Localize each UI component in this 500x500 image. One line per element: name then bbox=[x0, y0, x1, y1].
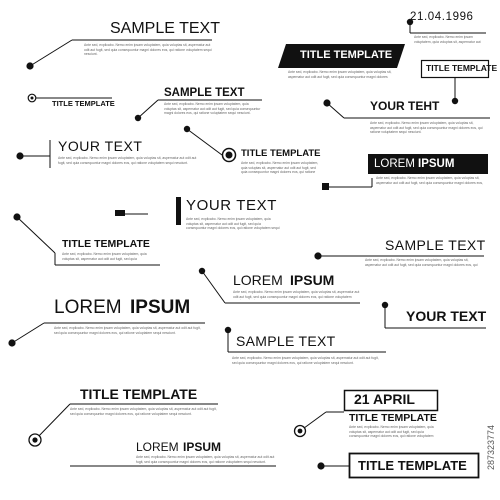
title-template-label: TITLE TEMPLATE bbox=[52, 99, 115, 108]
title-template-label: TITLE TEMPLATE bbox=[241, 148, 321, 159]
ipsum-word: IPSUM bbox=[290, 272, 335, 288]
body-copy: Ante sed, explicabo. Nemo enim ipsam vol… bbox=[136, 455, 275, 464]
body-copy: Ante sed, explicabo. Nemo enim ipsam vol… bbox=[365, 258, 478, 267]
your-text-heading: YOUR TEHT bbox=[370, 99, 440, 113]
sample-text-heading: SAMPLE TEXT bbox=[164, 87, 245, 99]
lorem-word: LOREM bbox=[374, 158, 415, 170]
stock-id-label: 287323774 bbox=[486, 424, 496, 470]
title-template-label: TITLE TEMPLATE bbox=[80, 386, 198, 402]
ipsum-word: IPSUM bbox=[418, 158, 455, 170]
lorem-word: LOREM bbox=[233, 272, 283, 288]
body-copy: Ante sed, explicabo. Nemo enim ipsam vol… bbox=[164, 102, 261, 116]
sample-text-heading: SAMPLE TEXT bbox=[110, 20, 220, 37]
body-copy: Ante sed, explicabo. Nemo enim ipsam vol… bbox=[186, 217, 280, 231]
ipsum-word: IPSUM bbox=[130, 297, 191, 318]
date-short-label: 21 APRIL bbox=[354, 391, 415, 407]
title-template-boxed-label: TITLE TEMPLATE bbox=[358, 458, 467, 473]
body-copy: Ante sed, explicabo. Nemo enim ipsam vol… bbox=[62, 252, 147, 261]
body-copy: Ante sed, explicabo. Nemo enim ipsam vol… bbox=[414, 35, 481, 44]
title-template-banner-label: TITLE TEMPLATE bbox=[300, 49, 393, 61]
your-text-heading: YOUR TEXT bbox=[406, 308, 487, 324]
body-copy: Ante sed, explicabo. Nemo enim ipsam vol… bbox=[233, 290, 360, 300]
body-copy: Ante sed, explicabo. Nemo enim ipsam vol… bbox=[54, 326, 201, 335]
lorem-word: LOREM bbox=[54, 297, 122, 318]
title-template-boxed-label: TITLE TEMPLATE bbox=[426, 63, 498, 73]
body-copy: Ante sed, explicabo. Nemo enim ipsam vol… bbox=[232, 356, 379, 365]
body-copy: Ante sed, explicabo. Nemo enim ipsam vol… bbox=[370, 121, 483, 135]
body-copy: Ante sed, explicabo. Nemo enim ipsam vol… bbox=[70, 407, 217, 416]
body-copy: Ante sed, explicabo. Nemo enim ipsam vol… bbox=[349, 425, 434, 439]
your-text-heading: YOUR TEXT bbox=[58, 138, 143, 154]
date-label: 21.04.1996 bbox=[410, 11, 474, 23]
body-copy: Ante sed, explicabo. Nemo enim ipsam vol… bbox=[376, 176, 484, 185]
body-copy: Ante sed, explicabo. Nemo enim ipsam vol… bbox=[241, 161, 319, 175]
lorem-word: LOREM bbox=[136, 440, 179, 454]
title-template-label: TITLE TEMPLATE bbox=[62, 238, 150, 250]
lorem-ipsum-banner bbox=[368, 154, 488, 174]
sample-text-heading: SAMPLE TEXT bbox=[236, 333, 336, 349]
ipsum-word: IPSUM bbox=[183, 440, 222, 454]
sample-text-heading: SAMPLE TEXT bbox=[385, 237, 486, 253]
title-template-label: TITLE TEMPLATE bbox=[349, 412, 437, 424]
body-copy: Ante sed, explicabo. Nemo enim ipsam vol… bbox=[58, 156, 197, 165]
body-copy: Ante sed, explicabo. Nemo enim ipsam vol… bbox=[84, 43, 212, 57]
body-copy: Ante sed, explicabo. Nemo enim ipsam vol… bbox=[288, 70, 392, 79]
your-text-heading: YOUR TEXT bbox=[186, 197, 277, 214]
